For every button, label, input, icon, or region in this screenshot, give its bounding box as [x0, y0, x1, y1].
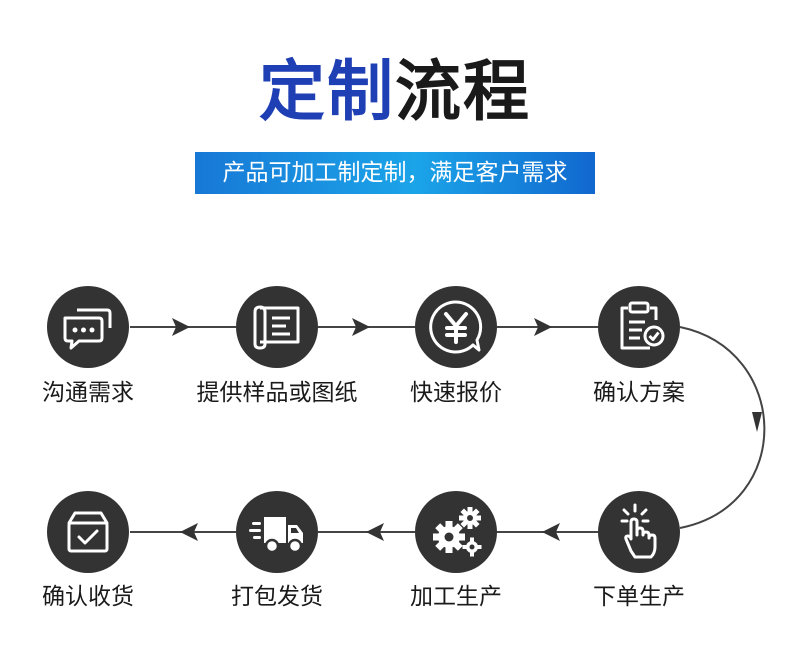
truck-icon [249, 517, 303, 554]
arrowhead-4-5 [752, 412, 762, 432]
arrowhead-5-6 [542, 523, 560, 541]
page-title: 定制流程 [0, 52, 790, 132]
step-1-label: 沟通需求 [42, 380, 134, 406]
step-4-label: 确认方案 [593, 380, 685, 406]
step-8-circle [47, 491, 129, 573]
arrowhead-2-3 [352, 318, 370, 336]
connector-4-5 [679, 326, 766, 529]
step-7-circle [236, 491, 318, 573]
gears-icon [433, 507, 482, 557]
blueprint-icon [253, 305, 300, 350]
step-3-circle [415, 286, 497, 368]
step-5-label: 下单生产 [593, 584, 685, 610]
title-black-part: 流程 [395, 53, 531, 130]
arrowhead-1-2 [172, 318, 190, 336]
step-2-circle [236, 286, 318, 368]
box-check-icon [67, 511, 109, 553]
step-3-label: 快速报价 [410, 380, 502, 406]
step-5-circle [598, 491, 680, 573]
subtitle-banner: 产品可加工制定制，满足客户需求 [195, 152, 595, 194]
title-blue-part: 定制 [259, 53, 395, 130]
step-4-circle [598, 286, 680, 368]
step-8-label: 确认收货 [42, 584, 134, 610]
step-7-label: 打包发货 [231, 584, 323, 610]
chat-icon [63, 308, 112, 350]
step-1-circle [47, 286, 129, 368]
arrowhead-7-8 [180, 523, 198, 541]
arrowhead-6-7 [366, 523, 384, 541]
clipboard-check-icon [620, 301, 665, 350]
step-6-label: 加工生产 [410, 584, 502, 610]
step-6-circle [415, 491, 497, 573]
step-2-label: 提供样品或图纸 [196, 380, 358, 406]
arrowhead-3-4 [534, 318, 552, 336]
tap-hand-icon [620, 503, 657, 559]
yuan-icon [429, 300, 483, 354]
